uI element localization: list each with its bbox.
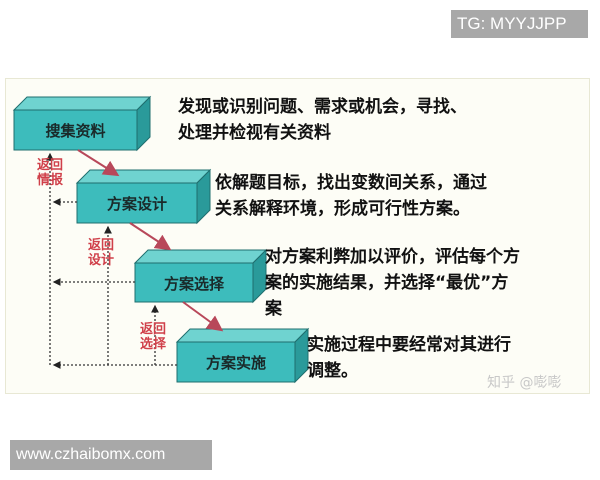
step-box-collect: 搜集资料 (45, 122, 106, 140)
step-description: 实施过程中要经常对其进行 调整。 (307, 335, 511, 381)
site-overlay-label: www.czhaibomx.com (10, 440, 212, 470)
feedback-label: 返回 选择 (140, 322, 167, 352)
tg-overlay-label: TG: MYYJJPP (451, 10, 588, 38)
box-top-face (12, 96, 152, 111)
box-front-face (176, 341, 296, 383)
feedback-label: 返回 情报 (37, 158, 64, 188)
step-description: 发现或识别问题、需求或机会，寻找、 处理并检视有关资料 (178, 97, 467, 143)
step-box-implement: 方案实施 (205, 354, 266, 372)
flow-arrow (182, 301, 224, 332)
flow-arrow (129, 222, 172, 251)
step-description: 依解题目标，找出变数间关系，通过 关系解释环境，形成可行性方案。 (215, 173, 487, 219)
step-description: 对方案利弊加以评价，评估每个方 案的实施结果，并选择“最优”方 案 (265, 247, 520, 319)
box-top-face (75, 169, 212, 184)
box-top-face (175, 328, 310, 343)
box-front-face (76, 182, 198, 224)
step-box-select: 方案选择 (163, 275, 224, 293)
box-top-face (133, 249, 268, 264)
step-box-design: 方案设计 (106, 195, 167, 213)
box-front-face (13, 109, 138, 151)
box-front-face (134, 262, 254, 303)
feedback-label: 返回 设计 (88, 238, 115, 268)
watermark: 知乎 @嘭嘭 (487, 375, 562, 391)
flow-arrow (77, 149, 120, 177)
